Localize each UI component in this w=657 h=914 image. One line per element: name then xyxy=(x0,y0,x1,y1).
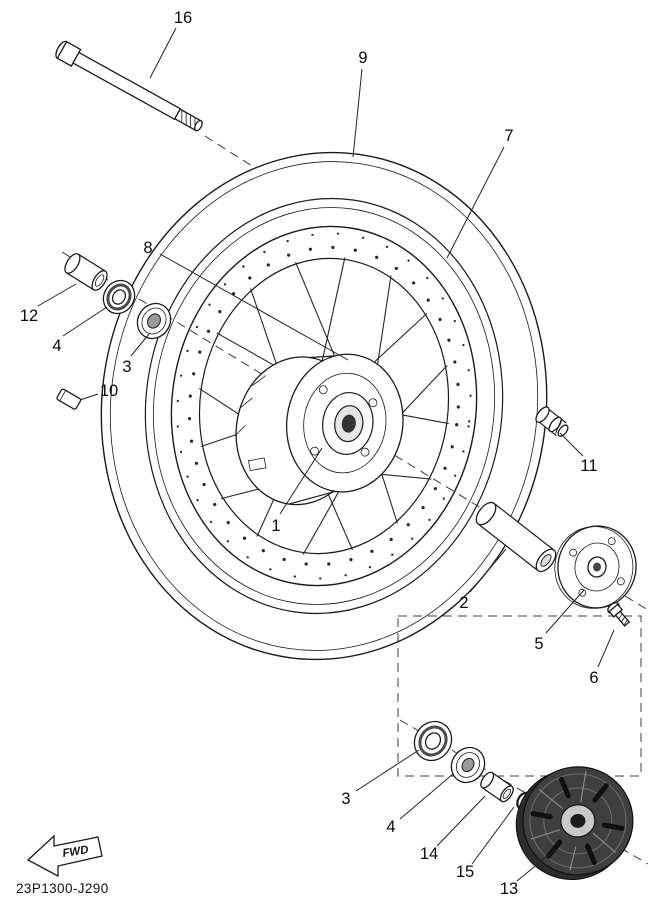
callout-9: 9 xyxy=(352,49,368,158)
callout-13: 13 xyxy=(500,848,557,898)
callout-label: 8 xyxy=(143,239,152,257)
tire-sidewall xyxy=(144,197,504,615)
callout-3-lower: 3 xyxy=(341,749,420,808)
callout-label: 15 xyxy=(456,863,474,881)
callout-1: 1 xyxy=(271,447,323,535)
callout-label: 7 xyxy=(504,127,513,145)
callout-7: 7 xyxy=(446,127,514,259)
tire-outer xyxy=(100,151,548,661)
callout-2: 2 xyxy=(459,548,507,612)
part-6-bolt xyxy=(607,602,631,627)
part-3-bearing-lower xyxy=(413,720,453,762)
callout-label: 4 xyxy=(52,337,61,355)
callout-label: 1 xyxy=(271,517,280,535)
brake-anchor-tab xyxy=(248,457,267,472)
callout-3-upper: 3 xyxy=(122,333,150,376)
part-14-collar xyxy=(480,771,514,803)
spoke-nipples-inner xyxy=(187,245,461,567)
rim-outer xyxy=(170,225,478,587)
spoke-nipples-outer xyxy=(176,232,472,580)
callout-5: 5 xyxy=(534,589,585,653)
callout-12: 12 xyxy=(20,283,77,325)
callout-14: 14 xyxy=(420,795,486,863)
part-4-oil-seal-lower xyxy=(450,746,486,784)
callout-label: 10 xyxy=(100,382,118,400)
callout-label: 2 xyxy=(459,594,468,612)
callout-4-lower: 4 xyxy=(386,773,454,836)
callout-label: 14 xyxy=(420,845,438,863)
callout-label: 6 xyxy=(589,669,598,687)
callout-label: 3 xyxy=(341,790,350,808)
callout-label: 12 xyxy=(20,307,38,325)
callout-label: 3 xyxy=(122,358,131,376)
diagram-code: 23P1300-J290 xyxy=(16,881,109,896)
part-5-retainer-disc xyxy=(554,525,637,609)
callout-16: 16 xyxy=(149,9,192,79)
callout-4-upper: 4 xyxy=(52,306,108,355)
callout-6: 6 xyxy=(589,629,615,687)
part-4-bearing-upper xyxy=(102,279,136,315)
callout-11: 11 xyxy=(559,432,598,475)
hub xyxy=(234,353,404,506)
callout-label: 9 xyxy=(358,49,367,67)
callout-8: 8 xyxy=(143,239,349,361)
part-2-collar xyxy=(475,501,557,573)
part-3-oil-seal-upper xyxy=(136,302,172,340)
callout-15: 15 xyxy=(456,806,515,881)
callout-label: 5 xyxy=(534,635,543,653)
part-11-valve-fitting xyxy=(535,406,569,437)
callout-label: 13 xyxy=(500,880,518,898)
callout-label: 11 xyxy=(580,457,597,475)
front-wheel xyxy=(100,151,548,661)
fwd-label: FWD xyxy=(62,844,90,860)
callout-label: 4 xyxy=(386,818,395,836)
fwd-arrow: FWD xyxy=(26,834,103,878)
callout-10: 10 xyxy=(79,382,118,401)
part-16-axle-shaft xyxy=(55,40,203,132)
callout-label: 16 xyxy=(174,9,192,27)
part-13-rotor-disc xyxy=(515,766,634,881)
part-10-wedge xyxy=(56,388,82,410)
callouts: 16 9 7 8 12 4 3 10 xyxy=(20,9,615,898)
part-12-spacer xyxy=(64,253,108,291)
